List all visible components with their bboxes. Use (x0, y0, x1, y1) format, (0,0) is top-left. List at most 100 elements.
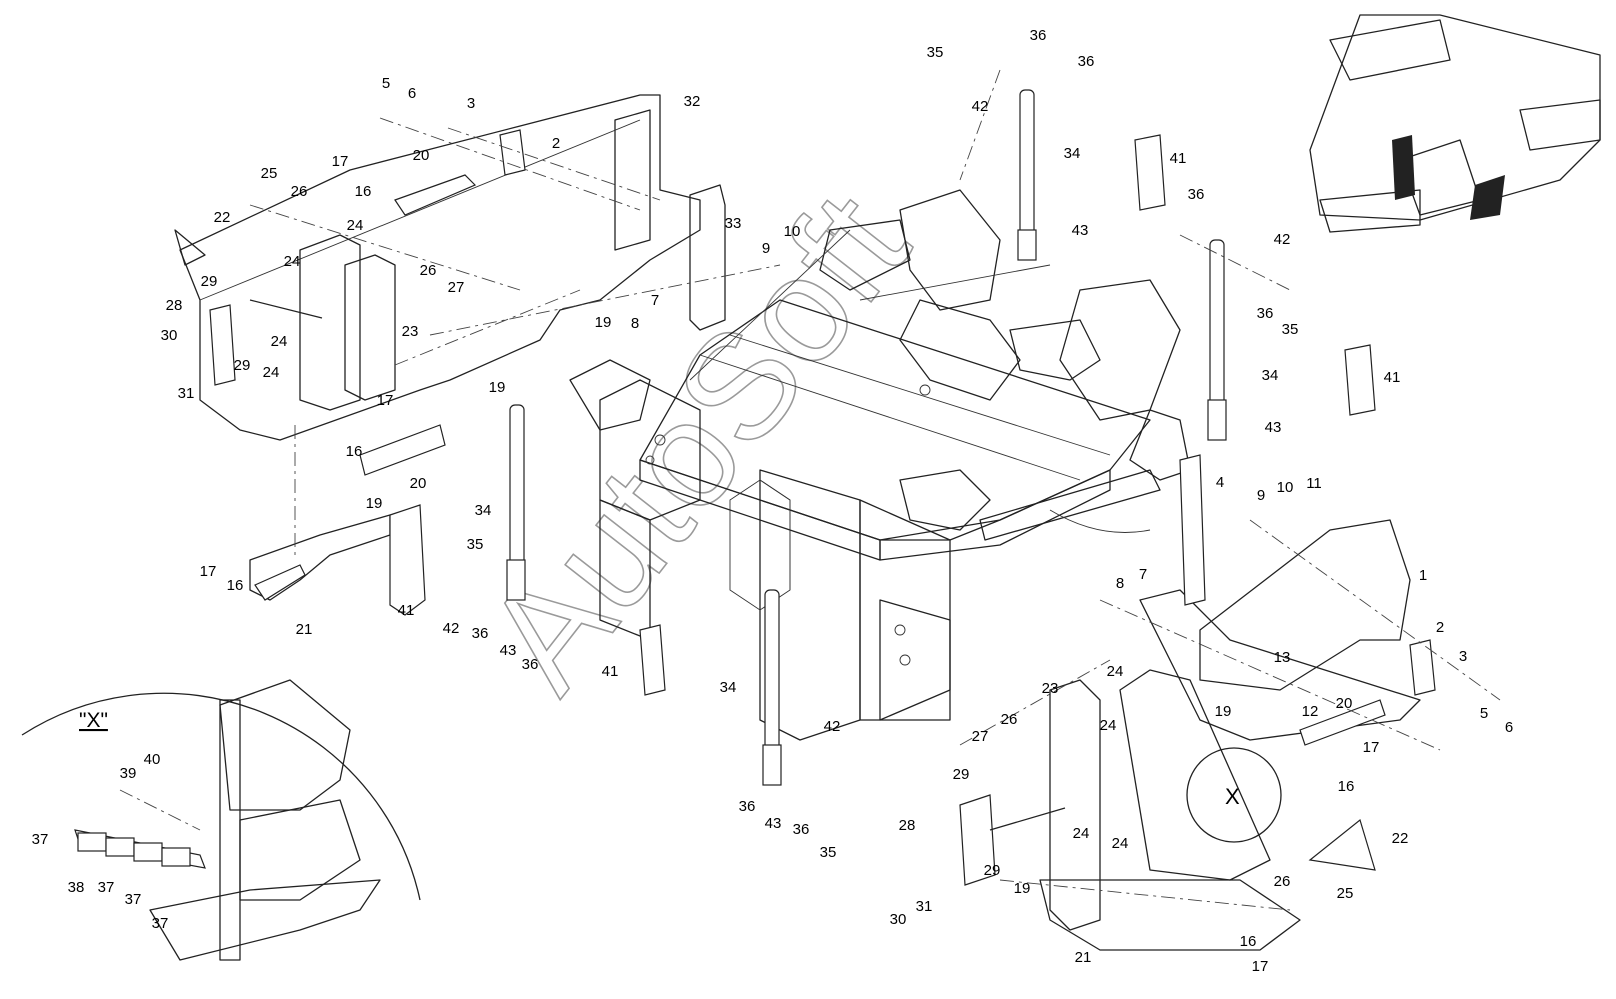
part-label-5: 5 (1480, 705, 1488, 722)
part-number: 3 (467, 95, 475, 112)
part-number: 42 (972, 98, 989, 115)
detail-title: "X" (79, 709, 108, 732)
part-label-36: 36 (739, 798, 756, 815)
part-label-8: 8 (631, 315, 639, 332)
part-number: 36 (739, 798, 756, 815)
part-label-4: 4 (1216, 474, 1224, 491)
part-label-6: 6 (408, 85, 416, 102)
part-number: 21 (1075, 949, 1092, 966)
part-number: 40 (144, 751, 161, 768)
part-number: 36 (1188, 186, 1205, 203)
part-number: 20 (413, 147, 430, 164)
part-label-25: 25 (1337, 885, 1354, 902)
part-number: 37 (98, 879, 115, 896)
part-number: 23 (402, 323, 419, 340)
part-label-24: 24 (1112, 835, 1129, 852)
part-label-23: 23 (402, 323, 419, 340)
part-number: 24 (1112, 835, 1129, 852)
part-label-37: 37 (152, 915, 169, 932)
left-side-plate-assembly (174, 94, 1376, 696)
machine-overview (1309, 14, 1601, 233)
part-number: 24 (284, 253, 301, 270)
part-number: 16 (227, 577, 244, 594)
part-label-37: 37 (125, 891, 142, 908)
part-number: 12 (1302, 703, 1319, 720)
part-number: 28 (899, 817, 916, 834)
part-label-42: 42 (972, 98, 989, 115)
part-label-19: 19 (1215, 703, 1232, 720)
main-frame (569, 189, 1191, 741)
part-label-35: 35 (820, 844, 837, 861)
part-number: 5 (1480, 705, 1488, 722)
part-number: 43 (1072, 222, 1089, 239)
part-label-23: 23 (1042, 680, 1059, 697)
part-number: 16 (1338, 778, 1355, 795)
part-number: 6 (1505, 719, 1513, 736)
part-label-24: 24 (1107, 663, 1124, 680)
part-label-16: 16 (1338, 778, 1355, 795)
part-label-30: 30 (161, 327, 178, 344)
part-number: 24 (1100, 717, 1117, 734)
part-label-26: 26 (291, 183, 308, 200)
part-number: 8 (631, 315, 639, 332)
part-number: 11 (1306, 475, 1322, 492)
part-number: 2 (552, 135, 560, 152)
part-number: 36 (522, 656, 539, 673)
part-label-21: 21 (296, 621, 313, 638)
hydraulic-cylinders (506, 89, 1227, 786)
part-label-36: 36 (1030, 27, 1047, 44)
part-label-24: 24 (263, 364, 280, 381)
part-number: 17 (1363, 739, 1380, 756)
part-label-41: 41 (602, 663, 619, 680)
part-number: 3 (1459, 648, 1467, 665)
part-number: 43 (765, 815, 782, 832)
part-label-31: 31 (178, 385, 195, 402)
part-number: 26 (1274, 873, 1291, 890)
part-label-39: 39 (120, 765, 137, 782)
part-number: 19 (489, 379, 506, 396)
part-label-16: 16 (1240, 933, 1257, 950)
part-number: 17 (377, 392, 394, 409)
part-number: 36 (793, 821, 810, 838)
part-label-5: 5 (382, 75, 390, 92)
part-label-3: 3 (1459, 648, 1467, 665)
right-side-plate-assembly (959, 454, 1436, 951)
part-label-2: 2 (552, 135, 560, 152)
part-number: 42 (824, 718, 841, 735)
part-number: 34 (1064, 145, 1081, 162)
part-number: 29 (984, 862, 1001, 879)
part-label-24: 24 (1073, 825, 1090, 842)
part-label-3: 3 (467, 95, 475, 112)
part-number: 30 (161, 327, 178, 344)
part-label-41: 41 (398, 602, 415, 619)
watermark: AutoSoft (453, 163, 940, 720)
part-label-26: 26 (1001, 711, 1018, 728)
part-label-7: 7 (651, 292, 659, 309)
part-label-40: 40 (144, 751, 161, 768)
part-label-24: 24 (284, 253, 301, 270)
part-label-27: 27 (448, 279, 465, 296)
part-number: 27 (448, 279, 465, 296)
part-label-16: 16 (346, 443, 363, 460)
part-label-28: 28 (899, 817, 916, 834)
part-number: 32 (684, 93, 701, 110)
part-label-20: 20 (1336, 695, 1353, 712)
part-number: 26 (291, 183, 308, 200)
part-number: 9 (1257, 487, 1265, 504)
part-number: 24 (1107, 663, 1124, 680)
part-label-36: 36 (1078, 53, 1095, 70)
part-number: 37 (125, 891, 142, 908)
part-number: 10 (784, 223, 801, 240)
part-label-12: 12 (1302, 703, 1319, 720)
part-label-34: 34 (720, 679, 737, 696)
part-label-27: 27 (972, 728, 989, 745)
part-number: 41 (1170, 150, 1187, 167)
part-number: 37 (152, 915, 169, 932)
part-label-43: 43 (765, 815, 782, 832)
part-number: 28 (166, 297, 183, 314)
part-number: 19 (595, 314, 612, 331)
part-label-29: 29 (234, 357, 251, 374)
part-label-20: 20 (413, 147, 430, 164)
part-label-7: 7 (1139, 566, 1147, 583)
